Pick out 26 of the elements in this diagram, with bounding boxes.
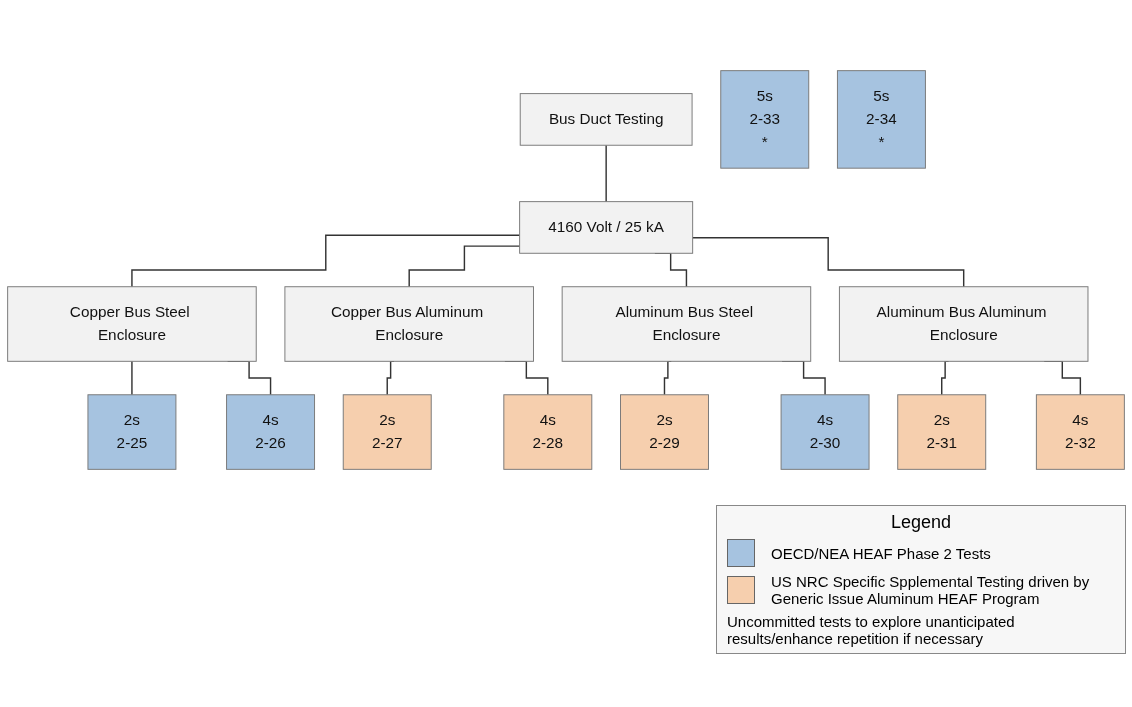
node-box: 4s 2-32 <box>1035 394 1125 470</box>
node-box: 4s 2-30 <box>780 394 870 470</box>
legend-title: Legend <box>889 512 953 533</box>
node-box: 4s 2-26 <box>226 394 316 470</box>
connector <box>691 237 965 288</box>
legend-text: US NRC Specific Spplemental Testing driven by Generic Issue Aluminum HEAF Program <box>771 573 1091 607</box>
legend-note: Uncommitted tests to explore unanticipated results/enhance repetition if necessary <box>727 613 1016 647</box>
node-box: 2s 2-27 <box>342 394 432 470</box>
node-box: Copper Bus Steel Enclosure <box>7 286 257 362</box>
node-box: 4s 2-28 <box>503 394 593 470</box>
connector <box>663 360 672 396</box>
connector <box>605 144 607 203</box>
node-box: Aluminum Bus Steel Enclosure <box>561 286 812 362</box>
node-box: Bus Duct Testing <box>519 93 693 146</box>
node-box: 2s 2-31 <box>897 394 987 470</box>
node-box: Aluminum Bus Aluminum Enclosure <box>838 286 1089 362</box>
node-box: 4160 Volt / 25 kA <box>519 201 694 254</box>
connector <box>131 234 521 288</box>
connector <box>408 245 521 288</box>
connector <box>131 360 133 396</box>
node-box: 2s 2-29 <box>620 394 709 470</box>
node-box: 5s 2-33 * <box>720 70 810 169</box>
legend-text: OECD/NEA HEAF Phase 2 Tests <box>771 544 991 562</box>
node-box: 2s 2-25 <box>87 394 177 470</box>
node-box: Copper Bus Aluminum Enclosure <box>284 286 534 362</box>
node-box: 5s 2-34 * <box>836 70 926 169</box>
